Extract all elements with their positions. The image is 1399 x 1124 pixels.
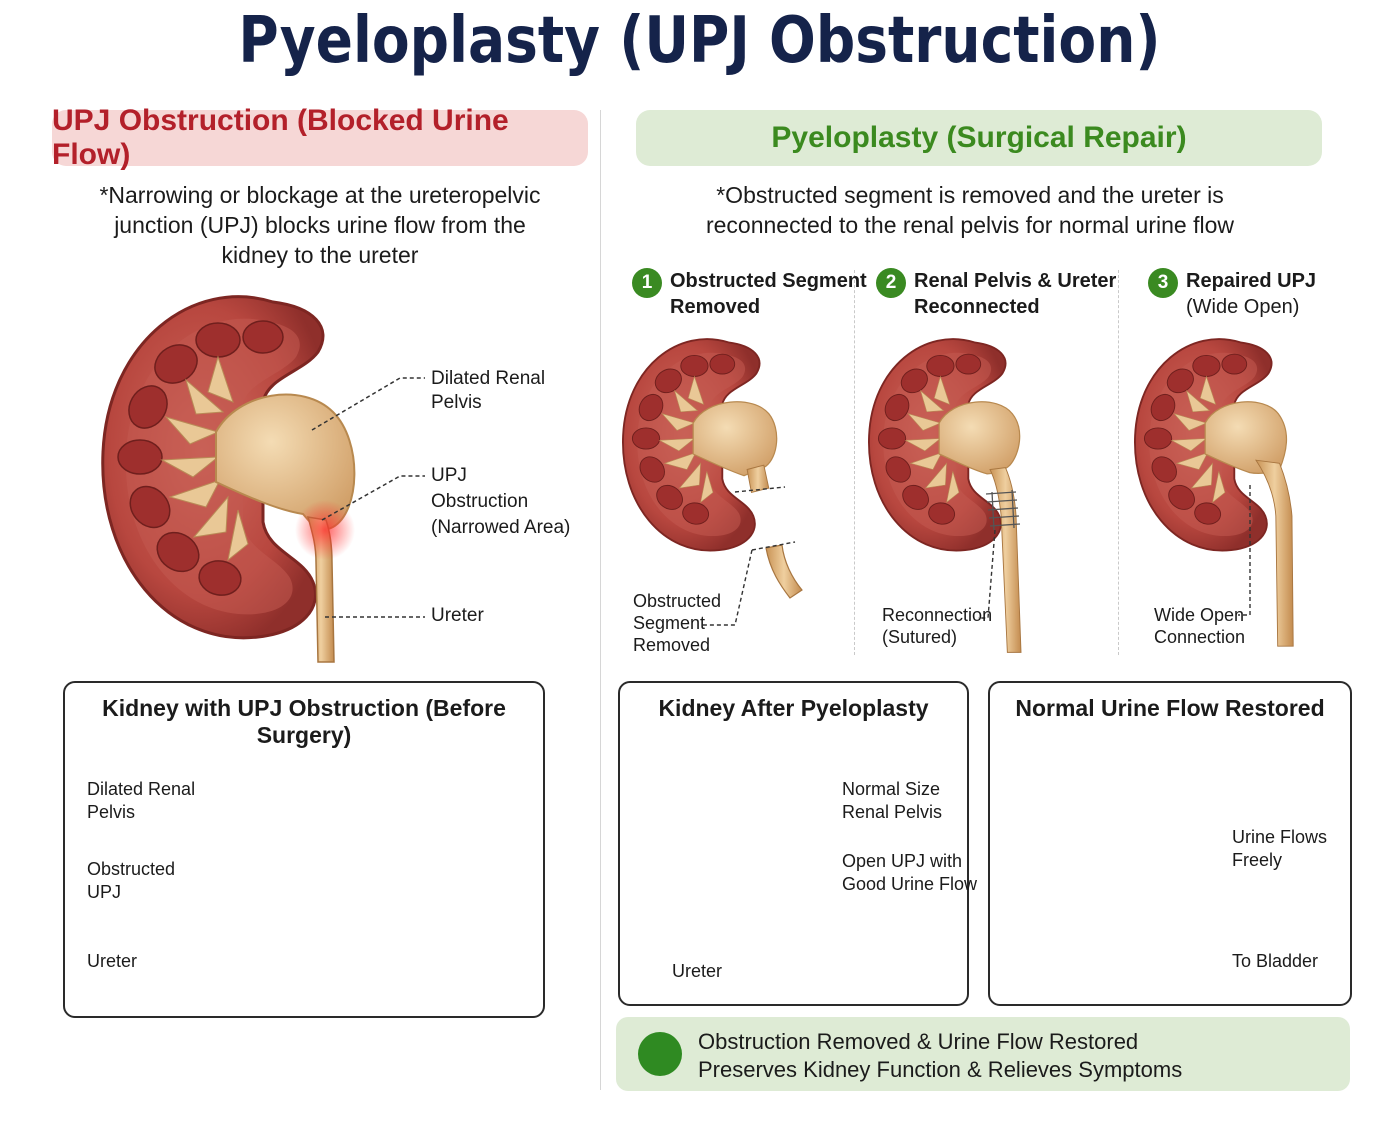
- obstruction-glow: [295, 500, 355, 560]
- large-kidney-obstructed: [101, 295, 356, 663]
- label-line: Connection: [1154, 627, 1246, 647]
- before-label-ureter: Ureter: [87, 951, 138, 971]
- after-pyeloplasty-box: Kidney After Pyeloplasty: [618, 681, 969, 1006]
- label-line: (Sutured): [882, 627, 958, 647]
- label-line: Obstructed: [633, 591, 722, 611]
- left-desc-line: kidney to the ureter: [221, 242, 419, 268]
- label-line: Freely: [1232, 850, 1283, 870]
- step3-leader-lines: [1238, 485, 1251, 616]
- left-leader-lines: [311, 377, 425, 618]
- label-line: Urine Flows: [1232, 827, 1328, 847]
- label-upj-obstruction: UPJ Obstruction (Narrowed Area): [431, 463, 570, 541]
- label-line: Dilated Renal: [431, 368, 546, 389]
- step-1-title: Obstructed Segment Removed: [670, 268, 867, 320]
- step1-leader-lines: [700, 486, 796, 626]
- step-2-title: Renal Pelvis & Ureter Reconnected: [914, 268, 1116, 320]
- step-title-line: Reconnected: [914, 296, 1040, 318]
- left-description: *Narrowing or blockage at the ureteropel…: [60, 180, 580, 270]
- result-line: Preserves Kidney Function & Relieves Sym…: [698, 1057, 1183, 1082]
- step-1-number-badge: 1: [632, 268, 662, 298]
- label-dilated-renal-pelvis: Dilated Renal Pelvis: [431, 367, 545, 415]
- left-desc-line: junction (UPJ) blocks urine flow from th…: [114, 212, 526, 238]
- after-label-open-upj: Open UPJ with Good Urine Flow: [842, 850, 977, 896]
- step-separator: [854, 270, 855, 655]
- step-separator: [1118, 270, 1119, 655]
- label-line: Obstruction: [431, 491, 529, 512]
- step-title-line: (Wide Open): [1186, 296, 1300, 318]
- step-3-header: 3 Repaired UPJ (Wide Open): [1148, 268, 1316, 320]
- label-ureter: Ureter: [431, 605, 484, 626]
- label-line: UPJ: [431, 465, 467, 486]
- right-banner: Pyeloplasty (Surgical Repair): [636, 110, 1322, 166]
- result-bar: [616, 1017, 1350, 1091]
- label-line: Pelvis: [87, 802, 136, 822]
- step-title-line: Removed: [670, 296, 761, 318]
- label-line: Wide Open: [1154, 605, 1245, 625]
- step-title-line: Repaired UPJ: [1186, 270, 1317, 292]
- step-2-label: Reconnection (Sutured): [882, 604, 992, 648]
- step2-leader-lines: [978, 529, 996, 619]
- before-box-title: Kidney with UPJ Obstruction (Before Surg…: [102, 695, 506, 748]
- label-line: Segment: [633, 613, 706, 633]
- normal-flow-box: Normal Urine Flow Restored: [988, 681, 1352, 1006]
- step-2-header: 2 Renal Pelvis & Ureter Reconnected: [876, 268, 1116, 320]
- label-line: Renal Pelvis: [842, 802, 943, 822]
- flow-label-to-bladder: To Bladder: [1232, 951, 1319, 971]
- after-label-normal-pelvis: Normal Size Renal Pelvis: [842, 778, 942, 824]
- page-title: Pyeloplasty (UPJ Obstruction): [238, 4, 1161, 78]
- label-line: Open UPJ with: [842, 851, 963, 871]
- before-label-dilated-pelvis: Dilated Renal Pelvis: [87, 778, 195, 824]
- label-line: Reconnection: [882, 605, 993, 625]
- result-line: Obstruction Removed & Urine Flow Restore…: [698, 1029, 1139, 1054]
- step1-kidney: [622, 338, 778, 552]
- step-title-line: Renal Pelvis & Ureter: [914, 270, 1117, 292]
- flow-label-flows-freely: Urine Flows Freely: [1232, 826, 1327, 872]
- label-line: Obstructed: [87, 859, 176, 879]
- after-box-title: Kidney After Pyeloplasty: [658, 695, 929, 721]
- label-line: Normal Size: [842, 779, 941, 799]
- step-title-line: Obstructed Segment: [670, 270, 867, 292]
- label-line: (Narrowed Area): [431, 517, 571, 538]
- result-text: Obstruction Removed & Urine Flow Restore…: [698, 1028, 1182, 1084]
- label-line: Good Urine Flow: [842, 874, 978, 894]
- step3-kidney: [1134, 338, 1294, 647]
- removed-segment: [765, 544, 803, 599]
- step-3-number-badge: 3: [1148, 268, 1178, 298]
- right-desc-line: reconnected to the renal pelvis for norm…: [705, 212, 1234, 238]
- label-line: Pelvis: [431, 392, 482, 413]
- before-label-obstructed-upj: Obstructed UPJ: [87, 858, 175, 904]
- step-3-title: Repaired UPJ (Wide Open): [1186, 268, 1316, 320]
- step-1-label: Obstructed Segment Removed: [633, 590, 721, 656]
- label-line: Dilated Renal: [87, 779, 196, 799]
- right-desc-line: *Obstructed segment is removed and the u…: [716, 182, 1224, 208]
- step-2-number-badge: 2: [876, 268, 906, 298]
- check-circle-icon: [638, 1032, 682, 1076]
- section-divider: [600, 110, 601, 1090]
- label-line: Removed: [633, 635, 711, 655]
- after-label-ureter: Ureter: [672, 961, 723, 981]
- right-description: *Obstructed segment is removed and the u…: [640, 180, 1300, 240]
- before-surgery-box: Kidney with UPJ Obstruction (Before Surg…: [63, 681, 545, 1018]
- flow-box-title: Normal Urine Flow Restored: [1015, 695, 1325, 721]
- left-desc-line: *Narrowing or blockage at the ureteropel…: [99, 182, 541, 208]
- left-banner: UPJ Obstruction (Blocked Urine Flow): [52, 104, 588, 171]
- step-3-label: Wide Open Connection: [1154, 604, 1245, 648]
- label-line: UPJ: [87, 882, 122, 902]
- step-1-header: 1 Obstructed Segment Removed: [632, 268, 867, 320]
- suture-marks: [985, 489, 1021, 531]
